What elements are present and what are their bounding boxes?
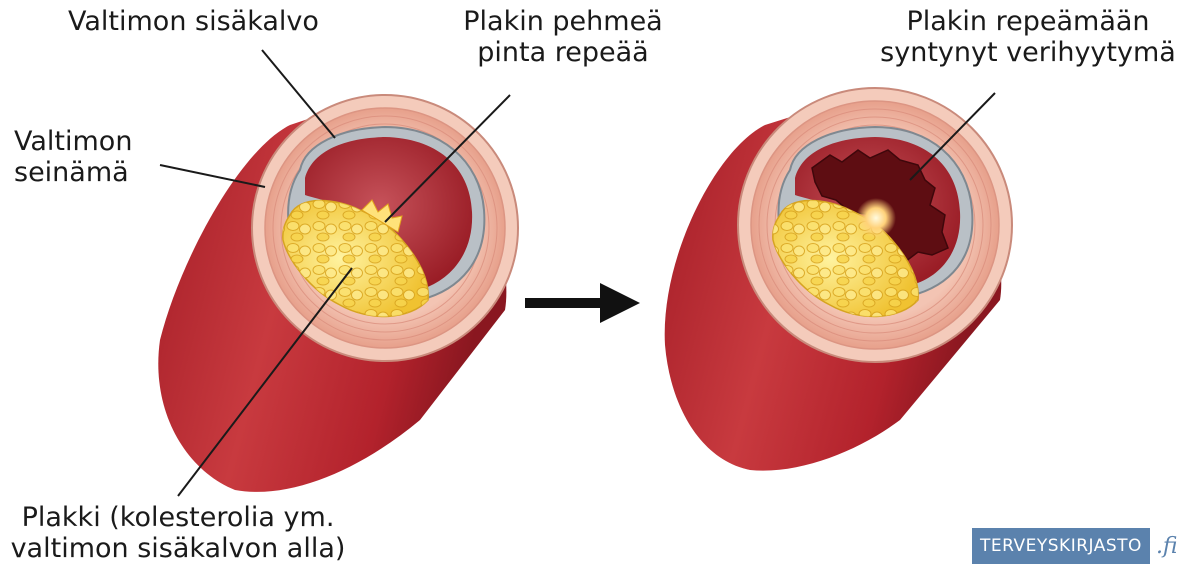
label-wall: Valtimon seinämä (14, 126, 132, 188)
label-inner-lining: Valtimon sisäkalvo (68, 6, 319, 37)
vessel-right (665, 88, 1012, 471)
vessel-left (158, 95, 518, 492)
label-surface-rupture-line2: pinta repeää (448, 37, 678, 68)
label-surface-rupture-line1: Plakin pehmeä (448, 6, 678, 37)
label-wall-line1: Valtimon (14, 126, 132, 157)
progression-arrow (525, 283, 640, 323)
label-surface-rupture: Plakin pehmeä pinta repeää (448, 6, 678, 68)
logo-main-text: TERVEYSKIRJASTO (972, 528, 1150, 564)
rupture-glow-right (856, 198, 896, 238)
label-plaque: Plakki (kolesterolia ym. valtimon sisäka… (2, 502, 354, 564)
logo-suffix-text: .fi (1156, 534, 1178, 559)
terveyskirjasto-logo: TERVEYSKIRJASTO .fi (972, 526, 1178, 566)
label-plaque-line1: Plakki (kolesterolia ym. (2, 502, 354, 533)
label-clot-line2: syntynyt verihyytymä (868, 37, 1186, 68)
label-clot: Plakin repeämään syntynyt verihyytymä (868, 6, 1186, 68)
label-wall-line2: seinämä (14, 157, 132, 188)
label-clot-line1: Plakin repeämään (868, 6, 1186, 37)
label-plaque-line2: valtimon sisäkalvon alla) (2, 533, 354, 564)
